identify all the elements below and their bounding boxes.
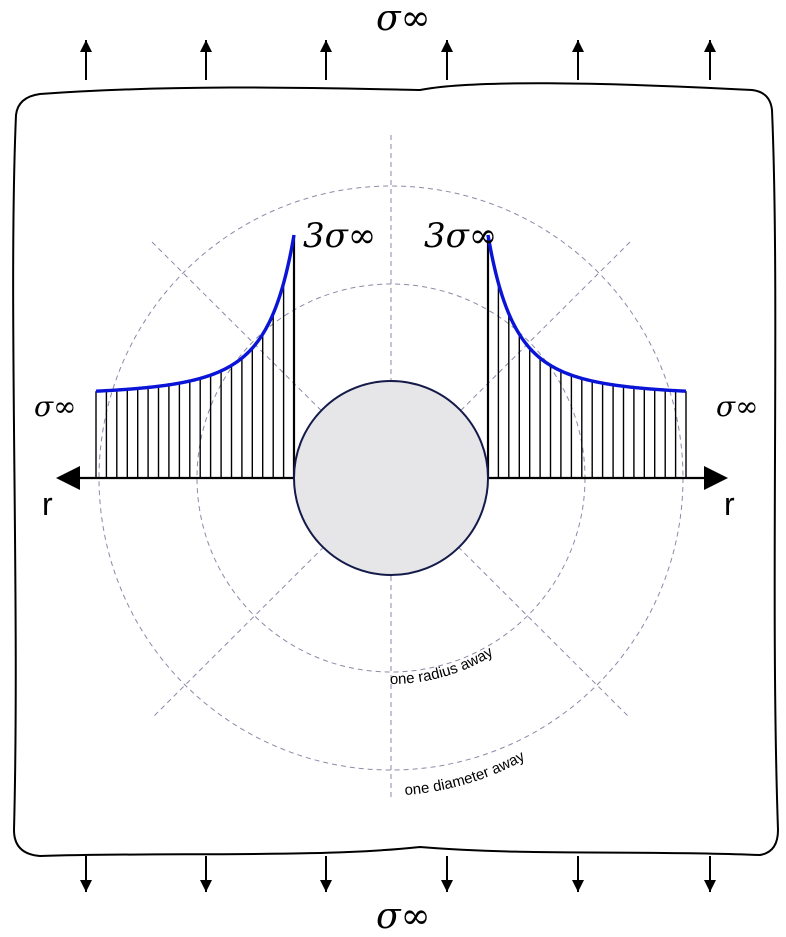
ring-label-one-radius: one radius away [390, 643, 497, 688]
hole [293, 380, 489, 576]
arrow-down-icon [320, 856, 332, 892]
arrow-up-icon [572, 40, 584, 80]
arrow-up-icon [441, 40, 453, 80]
arrow-down-icon [572, 856, 584, 892]
far-field-label-left: σ∞ [34, 390, 76, 423]
applied-stress-arrows-bottom [80, 856, 716, 892]
peak-label-right: 3σ∞ [424, 216, 497, 256]
axis-label-r-right: r [724, 486, 735, 522]
axis-label-r-left: r [42, 486, 53, 522]
stress-hatch-right [486, 235, 687, 478]
far-field-label-right: σ∞ [716, 390, 758, 423]
peak-label-left: 3σ∞ [303, 216, 376, 256]
plate-outline [12, 82, 780, 858]
r-axis-right [488, 466, 728, 490]
arrow-up-icon [320, 40, 332, 80]
ring-label-one-diameter: one diameter away [404, 748, 528, 800]
stress-curve-left [95, 234, 296, 393]
arrow-down-icon [80, 856, 92, 892]
r-axis-left [56, 466, 294, 490]
arrow-right-icon [704, 466, 728, 490]
arrow-left-icon [56, 466, 80, 490]
applied-stress-arrows-top [80, 40, 716, 80]
stress-hatch-left [95, 235, 296, 478]
arrow-up-icon [80, 40, 92, 80]
arrow-up-icon [200, 40, 212, 80]
arrow-down-icon [200, 856, 212, 892]
arrow-up-icon [704, 40, 716, 80]
stress-curve-right [486, 234, 687, 393]
stress-label-top: σ∞ [376, 0, 431, 39]
arrow-down-icon [441, 856, 453, 892]
stress-label-bottom: σ∞ [376, 896, 431, 937]
arrow-down-icon [704, 856, 716, 892]
